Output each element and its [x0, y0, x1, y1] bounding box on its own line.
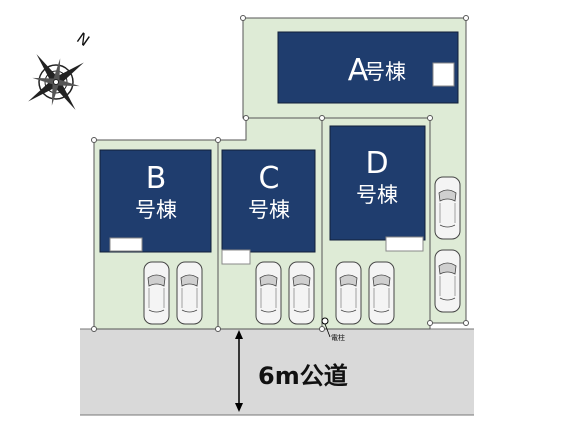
- building-b-kanji: 号棟: [135, 198, 177, 222]
- compass-rose-icon: [28, 54, 84, 110]
- building-d-letter: D: [365, 146, 388, 181]
- building-d-kanji: 号棟: [356, 183, 398, 207]
- north-label: N: [73, 29, 93, 50]
- car-icon-b1: [143, 261, 170, 325]
- building-d: [329, 125, 426, 241]
- utility-pole-label: 電柱: [331, 333, 345, 342]
- building-a: [277, 31, 459, 104]
- utility-pole-icon: [321, 317, 331, 338]
- car-icon-a2: [434, 249, 461, 313]
- car-icon-c1: [255, 261, 282, 325]
- building-a-kanji: 号棟: [364, 60, 406, 84]
- car-icon-d2: [368, 261, 395, 325]
- building-b: [99, 149, 212, 253]
- building-c-kanji: 号棟: [248, 198, 290, 222]
- road-width-arrow: [235, 330, 243, 412]
- building-b-letter: B: [146, 161, 167, 196]
- car-icon-d1: [335, 261, 362, 325]
- car-icon-a1: [434, 176, 461, 240]
- building-c-letter: C: [259, 161, 280, 196]
- building-a-letter: A: [348, 53, 369, 88]
- parking-spaces: [143, 176, 461, 325]
- road: [80, 329, 474, 415]
- car-icon-c2: [288, 261, 315, 325]
- car-icon-b2: [176, 261, 203, 325]
- road-label: 6m公道: [258, 362, 348, 390]
